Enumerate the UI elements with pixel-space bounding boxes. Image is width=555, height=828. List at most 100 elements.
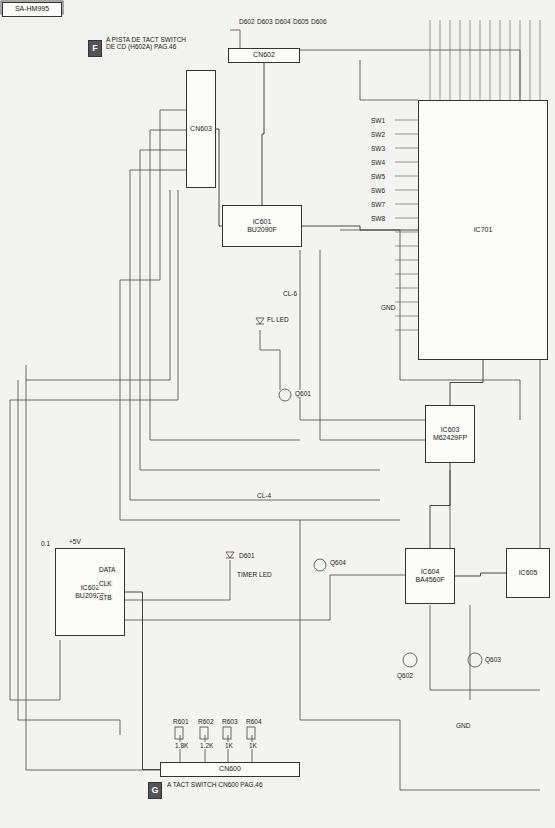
capacitor-value: 0.1 (40, 540, 51, 547)
ground-label: GND (380, 304, 396, 311)
part-name: IC605 (519, 569, 538, 577)
microcontroller: IC701 (418, 100, 548, 360)
bus-line (395, 316, 418, 317)
signal-name: SW6 (370, 187, 386, 194)
led-label: TIMER LED (236, 571, 273, 578)
part-name: IC603 (441, 426, 460, 434)
part-name: IC701 (474, 226, 493, 234)
bus-line (395, 148, 418, 149)
part-name: IC604 (421, 568, 440, 576)
bus-line (395, 302, 418, 303)
bus-line (530, 20, 531, 100)
signal-name: SW1 (370, 117, 386, 124)
connector-badge: F (88, 40, 102, 57)
title-box: SA-HM995 (2, 2, 62, 17)
bus-line (395, 134, 418, 135)
ic-chip: IC601BU2090F (222, 205, 302, 247)
bus-line (395, 204, 418, 205)
signal-wire (450, 360, 483, 405)
signal-name: SW8 (370, 215, 386, 222)
bus-line (480, 20, 481, 100)
transistor-ref: Q601 (294, 390, 312, 397)
diode-ref: D606 (310, 18, 328, 25)
signal-name: SW3 (370, 145, 386, 152)
bus-line (395, 274, 418, 275)
diode-ref: D602 (238, 18, 256, 25)
bus-line (395, 190, 418, 191)
bus-line (395, 246, 418, 247)
diode-ref: D603 (256, 18, 274, 25)
supply-label: +5V (68, 538, 82, 545)
signal-wire (455, 573, 506, 576)
bus-line (470, 20, 471, 100)
part-name: F (92, 43, 98, 53)
signal-name: SW4 (370, 159, 386, 166)
signal-name: CLK (98, 580, 113, 587)
connector-badge: G (148, 782, 162, 799)
bus-line (395, 260, 418, 261)
note-text: A TACT SWITCH CN600 PAG.46 (166, 781, 268, 788)
bus-line (395, 176, 418, 177)
signal-name: SW7 (370, 201, 386, 208)
bus-line (440, 20, 441, 100)
part-name: IC602 (81, 584, 100, 592)
connector-ref: CL-4 (256, 492, 272, 499)
connector-ref: CL-6 (282, 290, 298, 297)
resistor-value: 1K (224, 742, 234, 749)
bus-line (395, 162, 418, 163)
ic-chip: IC603M62429FP (425, 405, 475, 463)
signal-name: SW2 (370, 131, 386, 138)
transistor-ref: Q603 (484, 656, 502, 663)
part-number: BU2090F (247, 226, 277, 234)
part-name: IC601 (253, 218, 272, 226)
resistor-value: 1.8K (174, 742, 189, 749)
bus-line (520, 20, 521, 100)
ic-chip: IC605 (506, 548, 550, 598)
resistor-value: 1K (248, 742, 258, 749)
part-name: CN603 (190, 125, 212, 133)
bus-line (395, 120, 418, 121)
part-name: CN600 (219, 765, 241, 773)
ic-chip: IC604BA4560F (405, 548, 455, 604)
ground-label: GND (455, 722, 471, 729)
signal-wire (125, 592, 160, 770)
part-number: M62429FP (433, 434, 467, 442)
signal-wire (302, 226, 418, 230)
signal-wire (430, 463, 450, 548)
part-name: G (151, 785, 158, 795)
diode-ref: D604 (274, 18, 292, 25)
note-text: A PISTA DE TACT SWITCH DE CD (H602A) PAG… (105, 36, 195, 50)
bus-line (450, 20, 451, 100)
part-number: BA4560F (415, 576, 444, 584)
part-name: SA-HM995 (15, 5, 49, 13)
bus-line (500, 20, 501, 100)
led-label: FL LED (266, 316, 290, 323)
diode-ref: D601 (238, 552, 256, 559)
bus-line (395, 232, 418, 233)
bus-line (395, 330, 418, 331)
ic-chip: IC602BU2092F (55, 548, 125, 636)
signal-name: STB (98, 594, 113, 601)
connector-strip: CN602 (228, 48, 300, 63)
resistor-ref: R603 (221, 718, 239, 725)
resistor-ref: R604 (245, 718, 263, 725)
bus-line (395, 288, 418, 289)
bus-line (540, 20, 541, 100)
diode-ref: D605 (292, 18, 310, 25)
connector-strip: CN600 (160, 762, 300, 777)
resistor-ref: R601 (172, 718, 190, 725)
signal-name: SW5 (370, 173, 386, 180)
transistor-ref: Q602 (396, 672, 414, 679)
connector-strip: CN603 (186, 70, 216, 188)
bus-line (460, 20, 461, 100)
part-name: CN602 (253, 51, 275, 59)
resistor-value: 1.2K (199, 742, 214, 749)
bus-line (510, 20, 511, 100)
bus-line (490, 20, 491, 100)
signal-wire (262, 63, 264, 205)
signal-name: DATA (98, 566, 116, 573)
transistor-ref: Q604 (329, 559, 347, 566)
bus-line (430, 20, 431, 100)
bus-line (395, 218, 418, 219)
resistor-ref: R602 (197, 718, 215, 725)
